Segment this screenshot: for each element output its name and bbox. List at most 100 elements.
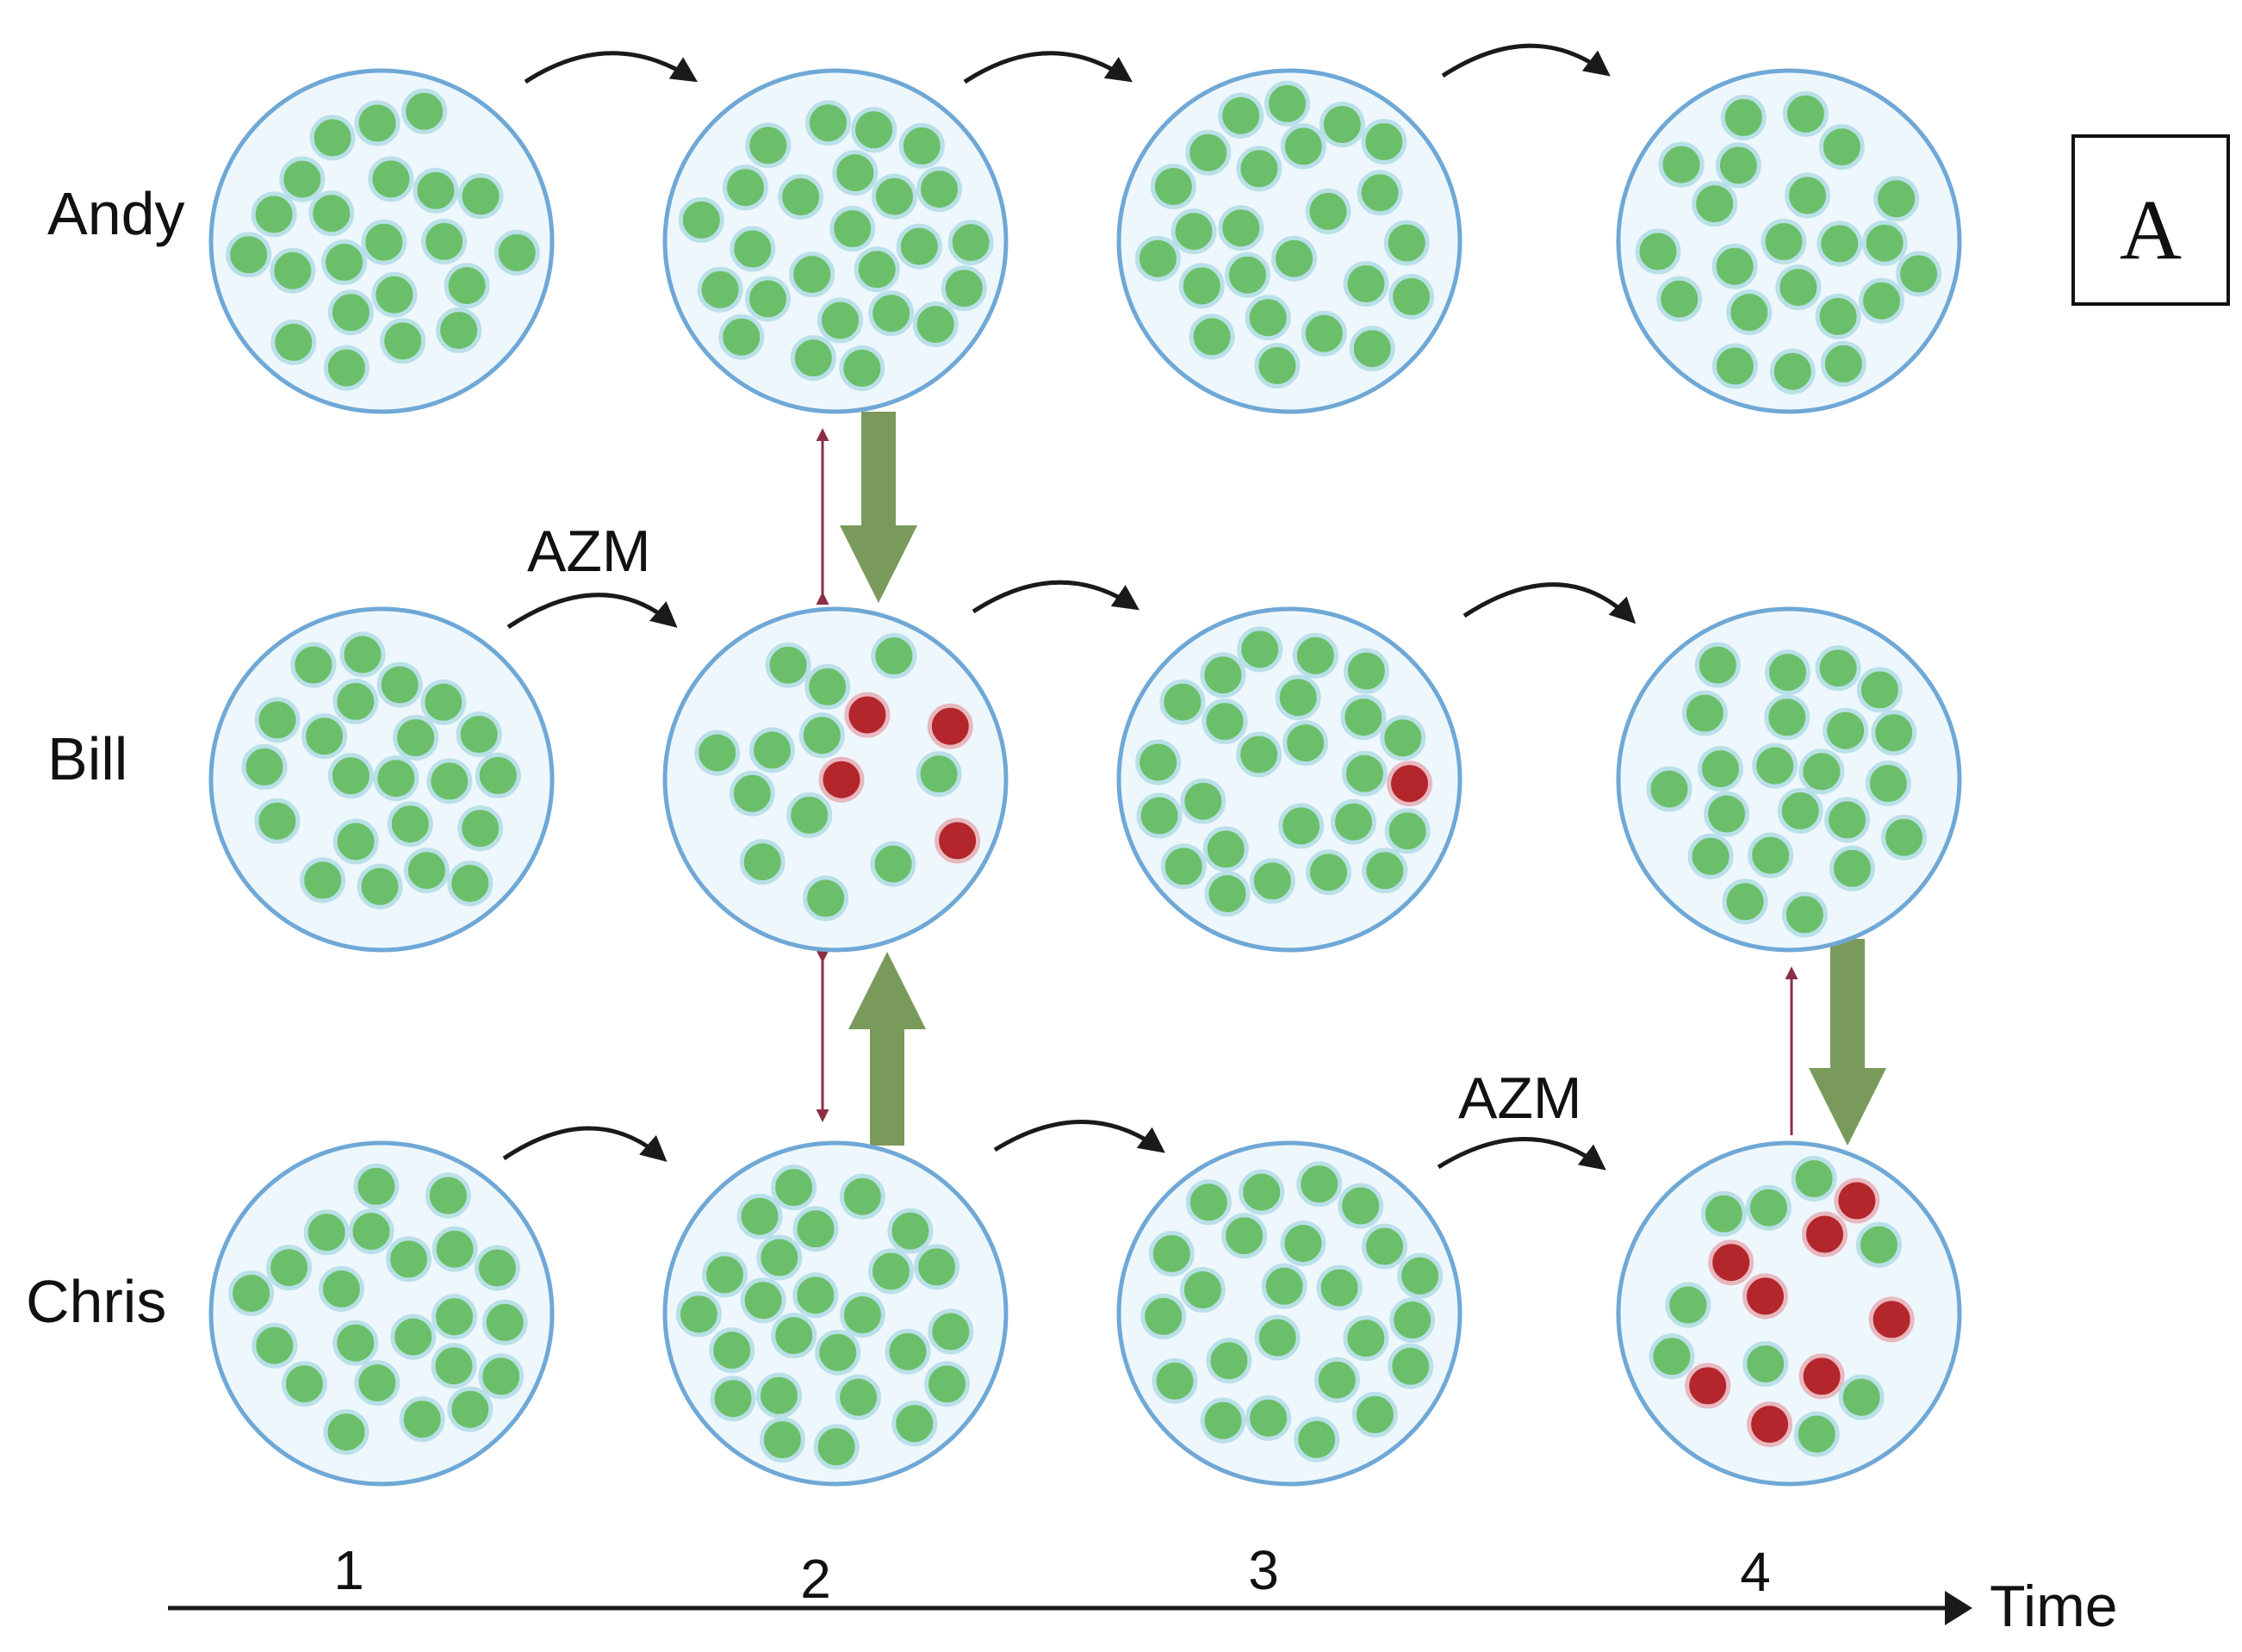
susceptible-cell — [426, 758, 473, 804]
susceptible-cell — [805, 100, 851, 146]
progression-arrow-chris-2 — [993, 1120, 1165, 1153]
susceptible-cell — [1856, 667, 1903, 713]
susceptible-cell — [928, 1308, 974, 1355]
susceptible-cell — [1881, 814, 1928, 860]
susceptible-cell — [1296, 1161, 1343, 1208]
susceptible-cell — [1261, 1263, 1307, 1309]
resistant-cell — [1747, 1401, 1793, 1448]
susceptible-cell — [425, 1172, 471, 1219]
susceptible-cell — [1700, 1190, 1747, 1237]
susceptible-cell — [1692, 181, 1738, 227]
susceptible-cell — [300, 857, 346, 904]
susceptible-cell — [851, 107, 897, 153]
susceptible-cell — [354, 100, 401, 146]
susceptible-cell — [1280, 1220, 1326, 1267]
susceptible-cell — [1294, 1416, 1340, 1463]
susceptible-cell — [1314, 1357, 1360, 1403]
thin-arrows — [816, 428, 1798, 1135]
susceptible-cell — [1150, 164, 1196, 209]
susceptible-cell — [912, 301, 959, 348]
susceptible-cell — [916, 751, 962, 798]
progression-arrow-bill-2 — [972, 580, 1140, 614]
susceptible-cell — [323, 1409, 370, 1456]
susceptible-cell — [896, 223, 942, 270]
susceptible-cell — [1306, 849, 1351, 896]
susceptible-cell — [1820, 340, 1866, 387]
susceptible-cell — [1245, 295, 1291, 341]
susceptible-cell — [387, 801, 433, 848]
susceptible-cell — [813, 1424, 860, 1470]
susceptible-cell — [318, 1266, 364, 1312]
susceptible-cell — [1179, 1267, 1226, 1313]
susceptible-cell — [1136, 792, 1183, 839]
susceptible-cell — [778, 174, 824, 220]
susceptible-cell — [254, 697, 301, 743]
susceptible-cell — [1189, 314, 1235, 360]
progression-arrow-bill-3 — [1463, 582, 1636, 624]
susceptible-cell — [749, 727, 795, 773]
susceptible-cell — [390, 1314, 437, 1360]
susceptible-cell — [1357, 170, 1403, 216]
susceptible-cell — [1742, 1341, 1789, 1387]
susceptible-cell — [1838, 1374, 1885, 1420]
progression-arrow-bill-1 — [506, 593, 678, 630]
progression-arrows — [502, 43, 1636, 1171]
susceptible-cell — [885, 1328, 931, 1375]
susceptible-cell — [1361, 119, 1407, 165]
susceptible-cell — [327, 753, 374, 799]
susceptible-cell — [914, 1244, 960, 1290]
timepoint-label-4: 4 — [1740, 1541, 1771, 1603]
susceptible-cell — [916, 166, 962, 213]
dish-chris-t2 — [662, 1140, 1009, 1487]
susceptible-cell — [376, 661, 423, 708]
susceptible-cell — [694, 730, 741, 776]
susceptible-cell — [736, 1193, 783, 1239]
susceptible-cell — [1384, 808, 1431, 854]
susceptible-cell — [829, 206, 876, 252]
timepoint-label-3: 3 — [1248, 1539, 1279, 1601]
transmission-arrow-bill-to-chris-t4 — [1809, 939, 1886, 1146]
susceptible-cell — [1815, 293, 1861, 339]
susceptible-cell — [1275, 674, 1321, 721]
susceptible-cell — [241, 743, 288, 790]
susceptible-cell — [1185, 129, 1232, 176]
susceptible-cell — [413, 167, 459, 214]
susceptible-cell — [1871, 710, 1917, 756]
susceptible-cell — [1761, 219, 1807, 264]
susceptible-cell — [368, 156, 414, 202]
susceptible-cell — [266, 1245, 313, 1291]
susceptible-cell — [226, 232, 272, 278]
resistant-cell — [935, 817, 981, 864]
susceptible-cell — [1237, 626, 1283, 673]
susceptible-cell — [1656, 276, 1703, 322]
resistant-cell — [1742, 1273, 1788, 1320]
susceptible-cell — [1785, 172, 1830, 219]
susceptible-cell — [941, 265, 987, 312]
susceptible-cell — [1823, 707, 1869, 754]
susceptible-cell — [1206, 1338, 1252, 1384]
susceptible-cell — [1658, 141, 1705, 188]
susceptible-cell — [401, 88, 448, 134]
susceptible-cell — [1249, 858, 1295, 904]
susceptible-cell — [354, 1360, 401, 1407]
susceptible-cell — [1389, 1297, 1436, 1344]
susceptible-cell — [1152, 1357, 1198, 1404]
resistant-cell — [1868, 1296, 1915, 1343]
susceptible-cell — [745, 122, 792, 169]
time-axis-arrowhead — [1945, 1591, 1972, 1625]
susceptible-cell — [789, 252, 835, 298]
susceptible-cell — [947, 220, 994, 266]
susceptible-cell — [281, 1361, 327, 1407]
row-label-chris: Chris — [26, 1268, 166, 1335]
susceptible-cell — [303, 1209, 350, 1256]
susceptible-cell — [323, 345, 370, 391]
row-label-bill: Bill — [47, 725, 127, 792]
transmission-arrows — [840, 412, 1886, 1146]
susceptible-cell — [1245, 1394, 1292, 1441]
susceptible-cell — [1896, 251, 1942, 297]
dish-bill-t3 — [1116, 606, 1463, 953]
susceptible-cell — [1829, 845, 1875, 891]
timepoint-label-2: 2 — [800, 1548, 831, 1610]
susceptible-cell — [815, 1329, 861, 1376]
